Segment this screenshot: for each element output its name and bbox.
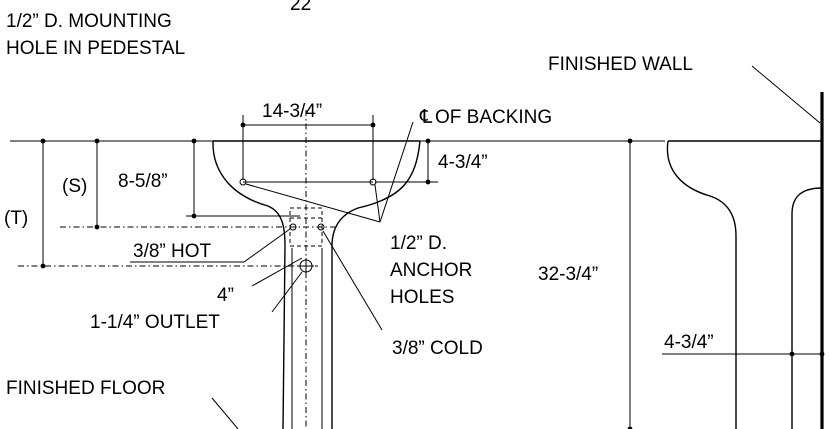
dim-14-3-4-label: 14-3/4”: [262, 101, 322, 122]
cold-leader: [322, 230, 383, 331]
wall-leader: [751, 65, 821, 124]
anchor-holes-label-line1: 1/2” D.: [390, 233, 447, 254]
dim-s-label: (S): [62, 176, 87, 197]
side-view-pedestal-back: [791, 187, 823, 429]
page-number: 22: [290, 0, 311, 15]
dim-4-3-4-side-label: 4-3/4”: [664, 332, 714, 353]
basin-outline: [212, 140, 421, 429]
dim-32-3-4-label: 32-3/4”: [538, 264, 598, 285]
outlet-label: 1-1/4” OUTLET: [90, 312, 220, 333]
centerline-icon: ℄: [419, 107, 433, 128]
finished-wall-label: FINISHED WALL: [548, 54, 693, 75]
hot-supply-hole-icon: [289, 223, 297, 231]
hot-supply-label: 3/8” HOT: [133, 241, 212, 262]
side-view-basin-outline: [666, 140, 737, 429]
dim-8-5-8-label: 8-5/8”: [118, 171, 168, 192]
of-backing-label: OF BACKING: [435, 107, 552, 128]
anchor-leader-right: [374, 184, 381, 223]
anchor-holes-label-line2: ANCHOR: [390, 260, 472, 281]
cold-supply-hole-icon: [317, 223, 325, 231]
anchor-holes-label-line3: HOLES: [390, 287, 454, 308]
dim-t-label: (T): [4, 208, 28, 229]
dim-4-3-4-top-label: 4-3/4”: [438, 152, 488, 173]
anchor-leader-left: [245, 183, 381, 223]
mounting-hole-label-line1: 1/2” D. MOUNTING: [6, 11, 172, 32]
outlet-leader: [271, 271, 303, 313]
cold-supply-label: 3/8” COLD: [392, 338, 483, 359]
floor-leader: [211, 397, 239, 429]
mounting-hole-label-line2: HOLE IN PEDESTAL: [6, 38, 185, 59]
dim-4-label: 4”: [217, 285, 234, 306]
cl-backing-leader: [379, 121, 414, 223]
finished-floor-label: FINISHED FLOOR: [6, 378, 165, 399]
four-inch-leader: [251, 257, 303, 287]
